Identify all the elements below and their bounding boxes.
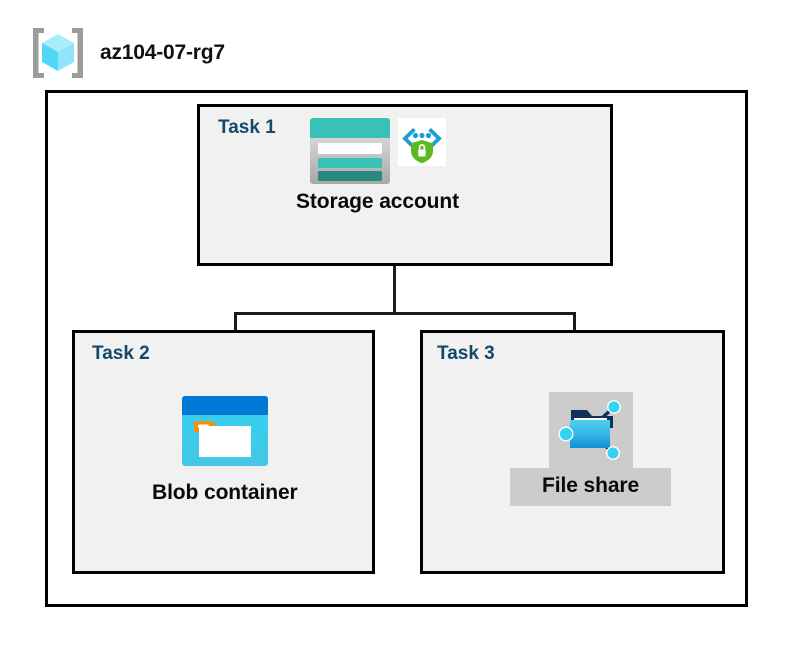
blob-container-caption: Blob container <box>152 481 298 504</box>
task-1-label: Task 1 <box>218 117 276 138</box>
resource-group-header: az104-07-rg7 <box>30 26 225 80</box>
node-blob-container[interactable]: Blob container <box>152 395 298 505</box>
node-file-share[interactable]: File share <box>510 392 672 506</box>
resource-group-name: az104-07-rg7 <box>100 41 225 64</box>
connector-storage-to-bus <box>393 266 396 314</box>
storage-account-icon[interactable] <box>309 118 390 184</box>
blob-container-icon[interactable] <box>181 395 269 467</box>
resource-group-icon <box>30 26 86 80</box>
task-2-label: Task 2 <box>92 343 150 364</box>
private-endpoint-icon[interactable] <box>397 118 446 166</box>
task-3-label: Task 3 <box>437 343 495 364</box>
storage-account-icon-row <box>309 118 446 184</box>
storage-account-caption: Storage account <box>296 190 460 213</box>
connector-branch-bus <box>234 312 576 315</box>
node-storage-account[interactable]: Storage account <box>296 118 459 214</box>
file-share-caption: File share <box>510 468 672 506</box>
file-share-icon[interactable] <box>548 392 633 468</box>
